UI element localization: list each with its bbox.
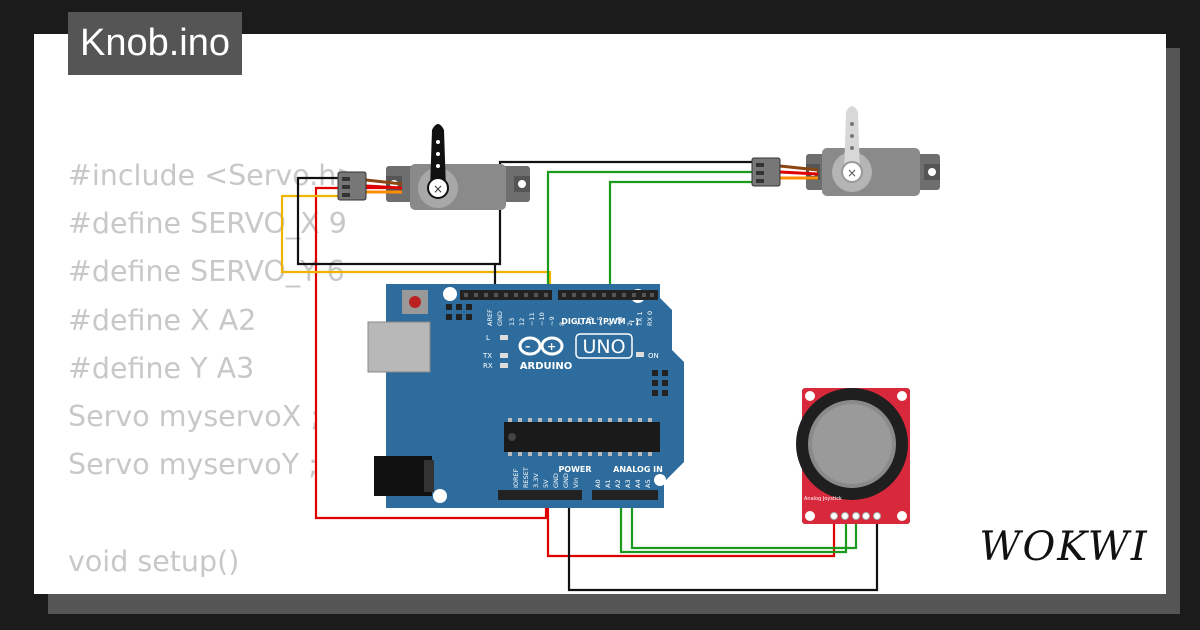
pin-label: Vin — [572, 478, 580, 488]
wire-black-servo-x — [296, 176, 497, 296]
gnd-label: GND — [496, 311, 504, 326]
pin-label: ~3 — [616, 316, 624, 326]
wire-black-joystick — [567, 490, 879, 592]
wire-red-joystick — [546, 490, 836, 558]
joystick-label: Analog Joystick — [804, 496, 842, 502]
pin-label: GND — [552, 473, 560, 488]
pin-label: ~6 — [586, 316, 594, 326]
circuit-diagram: × × — [280, 106, 940, 592]
svg-text:×: × — [847, 166, 857, 180]
arduino-uno-board: – + UNO ARDUINO DIGITAL (PWM ~) POWER AN… — [367, 284, 684, 508]
pin-label: 12 — [518, 318, 526, 326]
pin-label: 8 — [558, 322, 566, 326]
wire-yellow-servo-x — [280, 194, 552, 296]
power-header-label: POWER — [558, 465, 591, 474]
pin-label: 13 — [508, 318, 516, 326]
pin-label: GND — [562, 473, 570, 488]
pin-label: A4 — [634, 479, 642, 488]
board-model: UNO — [582, 336, 625, 358]
pin-label: A2 — [614, 479, 622, 488]
pin-label: 3.3V — [532, 473, 540, 488]
wokwi-logo[interactable]: WOKWI — [974, 522, 1154, 572]
pin-label: A1 — [604, 479, 612, 488]
wokwi-logo-text: WOKWI — [979, 524, 1148, 570]
wire-black-servo-y — [495, 160, 758, 266]
pin-label: 5V — [542, 479, 550, 488]
pin-label: 2 — [626, 322, 634, 326]
wire-green-servo-y-b — [608, 180, 758, 296]
project-card[interactable]: #include <Servo.h>#define SERVO_X 9#defi… — [34, 34, 1166, 594]
wire-green-a3 — [630, 490, 858, 550]
code-line: #define Y A3 — [68, 351, 255, 385]
l-label: L — [486, 334, 490, 342]
wire-green-a2 — [619, 490, 848, 554]
code-line: { — [68, 586, 360, 594]
servo-x: × — [337, 124, 530, 210]
analog-joystick: Analog Joystick — [796, 388, 910, 524]
pin-label: RESET — [522, 467, 530, 488]
digital-header-label: DIGITAL (PWM ~) — [561, 317, 639, 326]
aref-label: AREF — [486, 309, 494, 326]
pin-label: ~5 — [596, 316, 604, 326]
svg-text:–: – — [525, 340, 531, 353]
tx-label: TX — [482, 352, 492, 360]
wires — [280, 160, 879, 592]
svg-text:×: × — [433, 182, 443, 196]
code-line: #define X A2 — [68, 303, 257, 337]
wire-green-servo-y-a — [546, 170, 758, 296]
pin-label: ~10 — [538, 312, 546, 326]
code-line: Servo myservoY ; — [68, 448, 318, 482]
pin-label: ~11 — [528, 312, 536, 326]
servo-y: × — [751, 106, 940, 196]
code-line: void setup() — [68, 544, 240, 578]
board-name: ARDUINO — [520, 361, 572, 372]
arduino-logo-icon — [518, 336, 564, 356]
pin-label: RX 0 — [646, 311, 654, 326]
pin-label: TX 1 — [636, 311, 644, 327]
pin-label: ~9 — [548, 316, 556, 326]
on-label: ON — [648, 352, 659, 360]
analog-header-label: ANALOG IN — [613, 465, 663, 474]
rx-label: RX — [483, 362, 493, 370]
code-line: #include <Servo.h> — [68, 159, 361, 192]
pin-label: A5 — [644, 479, 652, 488]
pin-label: 7 — [576, 322, 584, 326]
pin-label: IOREF — [512, 468, 520, 488]
pin-label: 4 — [606, 322, 614, 326]
svg-text:+: + — [547, 340, 556, 353]
sketch-title-badge: Knob.ino — [68, 12, 243, 75]
pin-label: A3 — [624, 479, 632, 488]
pin-label: A0 — [594, 479, 602, 488]
